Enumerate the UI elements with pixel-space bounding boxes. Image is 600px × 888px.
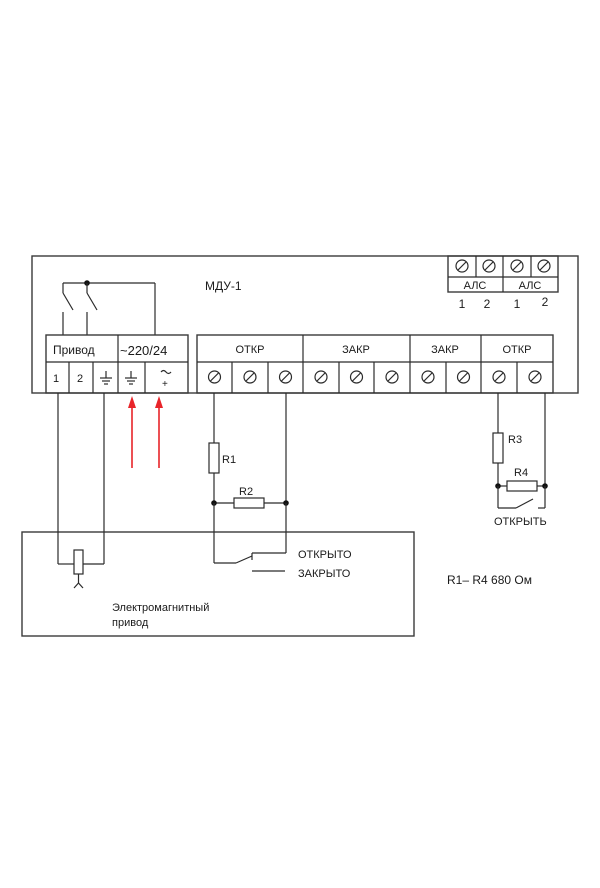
screw-terminal-icon[interactable] (421, 370, 435, 384)
relay-terminal-block: ОТКР ЗАКР ЗАКР ОТКР (196, 334, 554, 394)
als-number: 1 (459, 297, 466, 311)
switch-open-label: ОТКРЫТО (298, 549, 352, 561)
drive-terminal-block: Привод ~220/24 1 2 (45, 334, 189, 394)
drive-terminal-2[interactable]: 2 (77, 373, 83, 385)
resistor-r3-label: R3 (508, 434, 522, 446)
screw-terminal-icon[interactable] (510, 259, 524, 273)
resistor-r1-icon (208, 442, 220, 474)
resistor-r2-label: R2 (239, 486, 253, 498)
arrow-icon (155, 396, 163, 468)
potentiometer-wiring (57, 393, 105, 565)
screw-terminal-icon[interactable] (537, 259, 551, 273)
screw-terminal-icon[interactable] (243, 370, 257, 384)
relay-group-label: ОТКР (235, 344, 264, 356)
switch-closed-label: ЗАКРЫТО (298, 568, 351, 580)
als-number: 2 (484, 297, 491, 311)
screw-terminal-icon[interactable] (455, 259, 469, 273)
relay-screws (207, 370, 542, 384)
screw-terminal-icon[interactable] (482, 259, 496, 273)
screw-terminal-icon[interactable] (349, 370, 364, 384)
actuator-label: Электромагнитный (112, 602, 209, 614)
internal-relay-contacts (62, 280, 156, 335)
als-terminal-block: АЛС АЛС 1 2 1 2 (447, 255, 559, 311)
als-group-label: АЛС (464, 280, 487, 292)
potentiometer-icon (73, 549, 84, 589)
power-header-label: ~220/24 (120, 343, 167, 358)
als-number: 2 (542, 295, 549, 309)
drive-header-label: Привод (53, 343, 95, 357)
als-group-label: АЛС (519, 280, 542, 292)
actuator-enclosure (21, 531, 415, 637)
screw-terminal-icon[interactable] (385, 370, 399, 384)
ground-icon (125, 371, 137, 385)
actuator-label: привод (112, 617, 149, 629)
screw-terminal-icon[interactable] (456, 370, 471, 384)
svg-text:+: + (162, 379, 168, 390)
position-sensor-circuit (211, 393, 289, 572)
arrow-icon (128, 396, 136, 468)
open-button-circuit (495, 393, 548, 509)
screw-terminal-icon[interactable] (314, 370, 328, 384)
screw-terminal-icon[interactable] (528, 370, 542, 384)
resistor-r1-label: R1 (222, 454, 236, 466)
relay-group-label: ЗАКР (342, 344, 370, 356)
resistor-r4-label: R4 (514, 467, 528, 479)
relay-group-label: ОТКР (502, 344, 531, 356)
relay-group-label: ЗАКР (431, 344, 459, 356)
resistor-r4-icon (506, 480, 538, 492)
resistor-r3-icon (492, 432, 504, 464)
ac-plus-icon: + (160, 369, 172, 390)
als-number: 1 (514, 297, 521, 311)
screw-terminal-icon[interactable] (278, 370, 293, 384)
als-screws (455, 259, 551, 273)
drive-terminal-1[interactable]: 1 (53, 373, 59, 385)
device-title: МДУ-1 (205, 279, 242, 293)
open-button-label: ОТКРЫТЬ (494, 516, 547, 528)
screw-terminal-icon[interactable] (207, 370, 222, 384)
screw-terminal-icon[interactable] (492, 370, 506, 384)
ground-icon (100, 371, 112, 385)
resistor-note: R1– R4 680 Ом (447, 573, 532, 587)
resistor-r2-icon (233, 497, 265, 509)
